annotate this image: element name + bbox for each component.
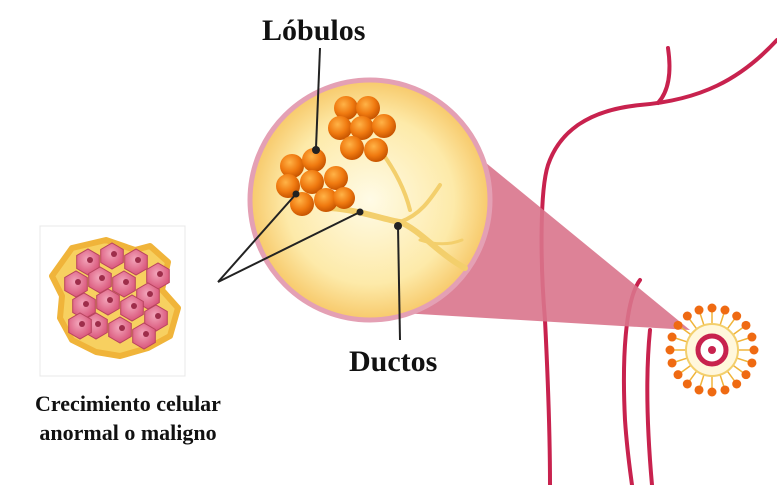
cell-nucleus (123, 279, 129, 285)
cell-nucleus (107, 297, 113, 303)
petal (732, 379, 741, 388)
cell-nucleus (131, 303, 137, 309)
magnified-view (250, 80, 490, 320)
cell-nucleus (155, 313, 161, 319)
petal (747, 333, 756, 342)
abnormal-growth-label-line1: Crecimiento celular (12, 389, 244, 418)
petal (708, 304, 717, 313)
cell-nucleus (147, 291, 153, 297)
cell-nucleus (157, 271, 163, 277)
petal (683, 312, 692, 321)
petal (695, 385, 704, 394)
cell-nucleus (119, 325, 125, 331)
petal (674, 321, 683, 330)
petal (741, 321, 750, 330)
cell-nucleus (99, 275, 105, 281)
petal (695, 306, 704, 315)
cell-nucleus (87, 257, 93, 263)
petal (720, 306, 729, 315)
cell-nucleus (95, 321, 101, 327)
nipple-detail (666, 304, 759, 397)
lobules-label: Lóbulos (262, 14, 365, 48)
cell-nucleus (79, 321, 85, 327)
petal (741, 370, 750, 379)
petal (666, 346, 675, 355)
petal (750, 346, 759, 355)
abnormal-growth-label: Crecimiento celular anormal o maligno (12, 389, 244, 447)
abnormal-cell-cluster (40, 226, 185, 376)
petal (747, 358, 756, 367)
cell-nucleus (135, 257, 141, 263)
petal (674, 370, 683, 379)
petal (683, 379, 692, 388)
cell-nucleus (83, 301, 89, 307)
petal (732, 312, 741, 321)
cell-nucleus (111, 251, 117, 257)
ducts-label: Ductos (349, 345, 437, 379)
petal (708, 388, 717, 397)
abnormal-growth-label-line2: anormal o maligno (12, 418, 244, 447)
petal (668, 358, 677, 367)
cell-nucleus (75, 279, 81, 285)
petal (720, 385, 729, 394)
cell-nucleus (143, 331, 149, 337)
petal (668, 333, 677, 342)
